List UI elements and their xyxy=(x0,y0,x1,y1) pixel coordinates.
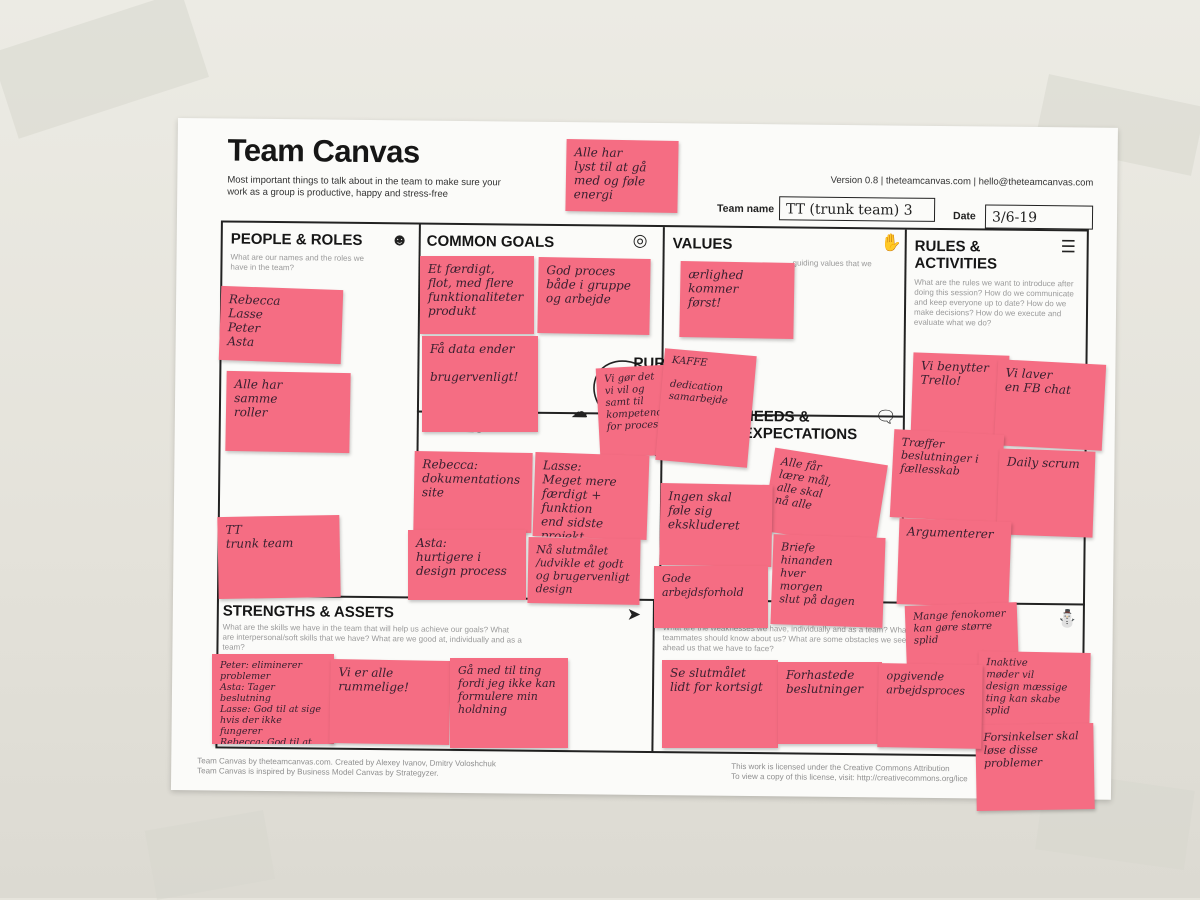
sticky-note-personal-goal: Lasse: Meget mere færdigt + funktion end… xyxy=(532,452,650,540)
target-icon: ◎ xyxy=(632,230,648,250)
sticky-note-weakness: opgivende arbejdsproces xyxy=(877,663,983,749)
hand-icon: ✋ xyxy=(880,233,903,253)
team-name-field: TT (trunk team) 3 xyxy=(778,196,936,222)
section-title-values: VALUES xyxy=(672,235,733,253)
section-hint-rules: What are the rules we want to introduce … xyxy=(913,277,1074,328)
sticky-note-strength: Vi er alle rummelige! xyxy=(329,658,451,746)
rocket-icon: ➤ xyxy=(626,604,642,624)
section-hint-people: What are our names and the roles we have… xyxy=(230,252,364,273)
section-hint-strengths: What are the skills we have in the team … xyxy=(222,622,522,652)
version-line: Version 0.8 | theteamcanvas.com | hello@… xyxy=(830,174,1094,189)
sticky-note-weakness: Forhastede beslutninger xyxy=(778,662,882,744)
sticky-note-rule: Træffer beslutninger i fællesskab xyxy=(889,429,1005,523)
sticky-note-team-name: TT trunk team xyxy=(217,514,341,600)
sticky-note-expectation: Alle får lære mål, alle skal nå alle xyxy=(762,447,888,549)
section-title-common-goals: COMMON GOALS xyxy=(426,232,555,251)
section-hint-weaknesses: What are the weaknesses we have, individ… xyxy=(662,623,923,654)
sticky-note-common-goal: Få data ender brugervenligt! xyxy=(422,336,538,432)
section-title-people: PEOPLE & ROLES xyxy=(230,230,363,249)
sticky-note-rule: Vi laver en FB chat xyxy=(993,359,1107,451)
date-label: Date xyxy=(952,210,976,223)
ghost-icon: ⛄ xyxy=(1056,609,1079,629)
sticky-note-personal-goal: Rebecca: dokumentations site xyxy=(413,450,533,534)
sticky-note-people-names: Rebecca Lasse Peter Asta xyxy=(218,285,344,365)
sticky-note-common-goal: Et færdigt, flot, med flere funktionalit… xyxy=(420,256,534,334)
team-name-label: Team name xyxy=(717,202,775,216)
section-title-strengths: STRENGTHS & ASSETS xyxy=(222,602,395,622)
section-hint-values: guiding values that we xyxy=(792,258,872,269)
sticky-note-personal-goal: Nå slutmålet /udvikle et godt og brugerv… xyxy=(527,537,641,605)
sticky-note-rule: Forsinkelser skal løse disse problemer xyxy=(975,722,1095,812)
sticky-note-top: Alle har lyst til at gå med og føle ener… xyxy=(565,139,679,213)
sticky-note-expectation: Briefe hinanden hver morgen slut på dage… xyxy=(770,534,886,628)
sticky-note-rule: Inaktive møder vil design mæssige ting k… xyxy=(977,651,1091,729)
sticky-note-expectation: Ingen skal føle sig ekskluderet xyxy=(659,483,773,567)
sticky-note-strength: Peter: eliminerer problemer Asta: Tager … xyxy=(212,654,334,744)
sticky-note-strength: Gå med til ting fordi jeg ikke kan formu… xyxy=(450,658,568,748)
section-title-needs: NEEDS & EXPECTATIONS xyxy=(742,407,858,444)
sticky-note-expectation: Gode arbejdsforhold xyxy=(654,566,768,628)
canvas-title: Team Canvas xyxy=(227,132,420,170)
checklist-icon: ☰ xyxy=(1060,237,1077,257)
sticky-note-value: ærlighed kommer først! xyxy=(679,261,795,339)
speech-bubble-icon: 🗨 xyxy=(874,407,897,427)
canvas-subtitle: Most important things to talk about in t… xyxy=(227,174,501,200)
date-field: 3/6-19 xyxy=(984,204,1094,230)
sticky-note-purpose: KAFFE dedication samarbejde xyxy=(655,348,757,468)
people-icon: ☻ xyxy=(390,230,409,250)
footer-credits: Team Canvas by theteamcanvas.com. Create… xyxy=(197,756,496,778)
sticky-note-personal-goal: Asta: hurtigere i design process xyxy=(408,530,526,600)
sticky-note-rule: Argumenterer xyxy=(896,518,1012,608)
section-title-rules: RULES & ACTIVITIES xyxy=(914,237,998,273)
footer-license: This work is licensed under the Creative… xyxy=(731,761,968,784)
sticky-note-people-roles: Alle har samme roller xyxy=(225,370,351,454)
sticky-note-weakness: Se slutmålet lidt for kortsigt xyxy=(662,660,778,748)
sticky-note-common-goal: God proces både i gruppe og arbejde xyxy=(537,257,651,335)
